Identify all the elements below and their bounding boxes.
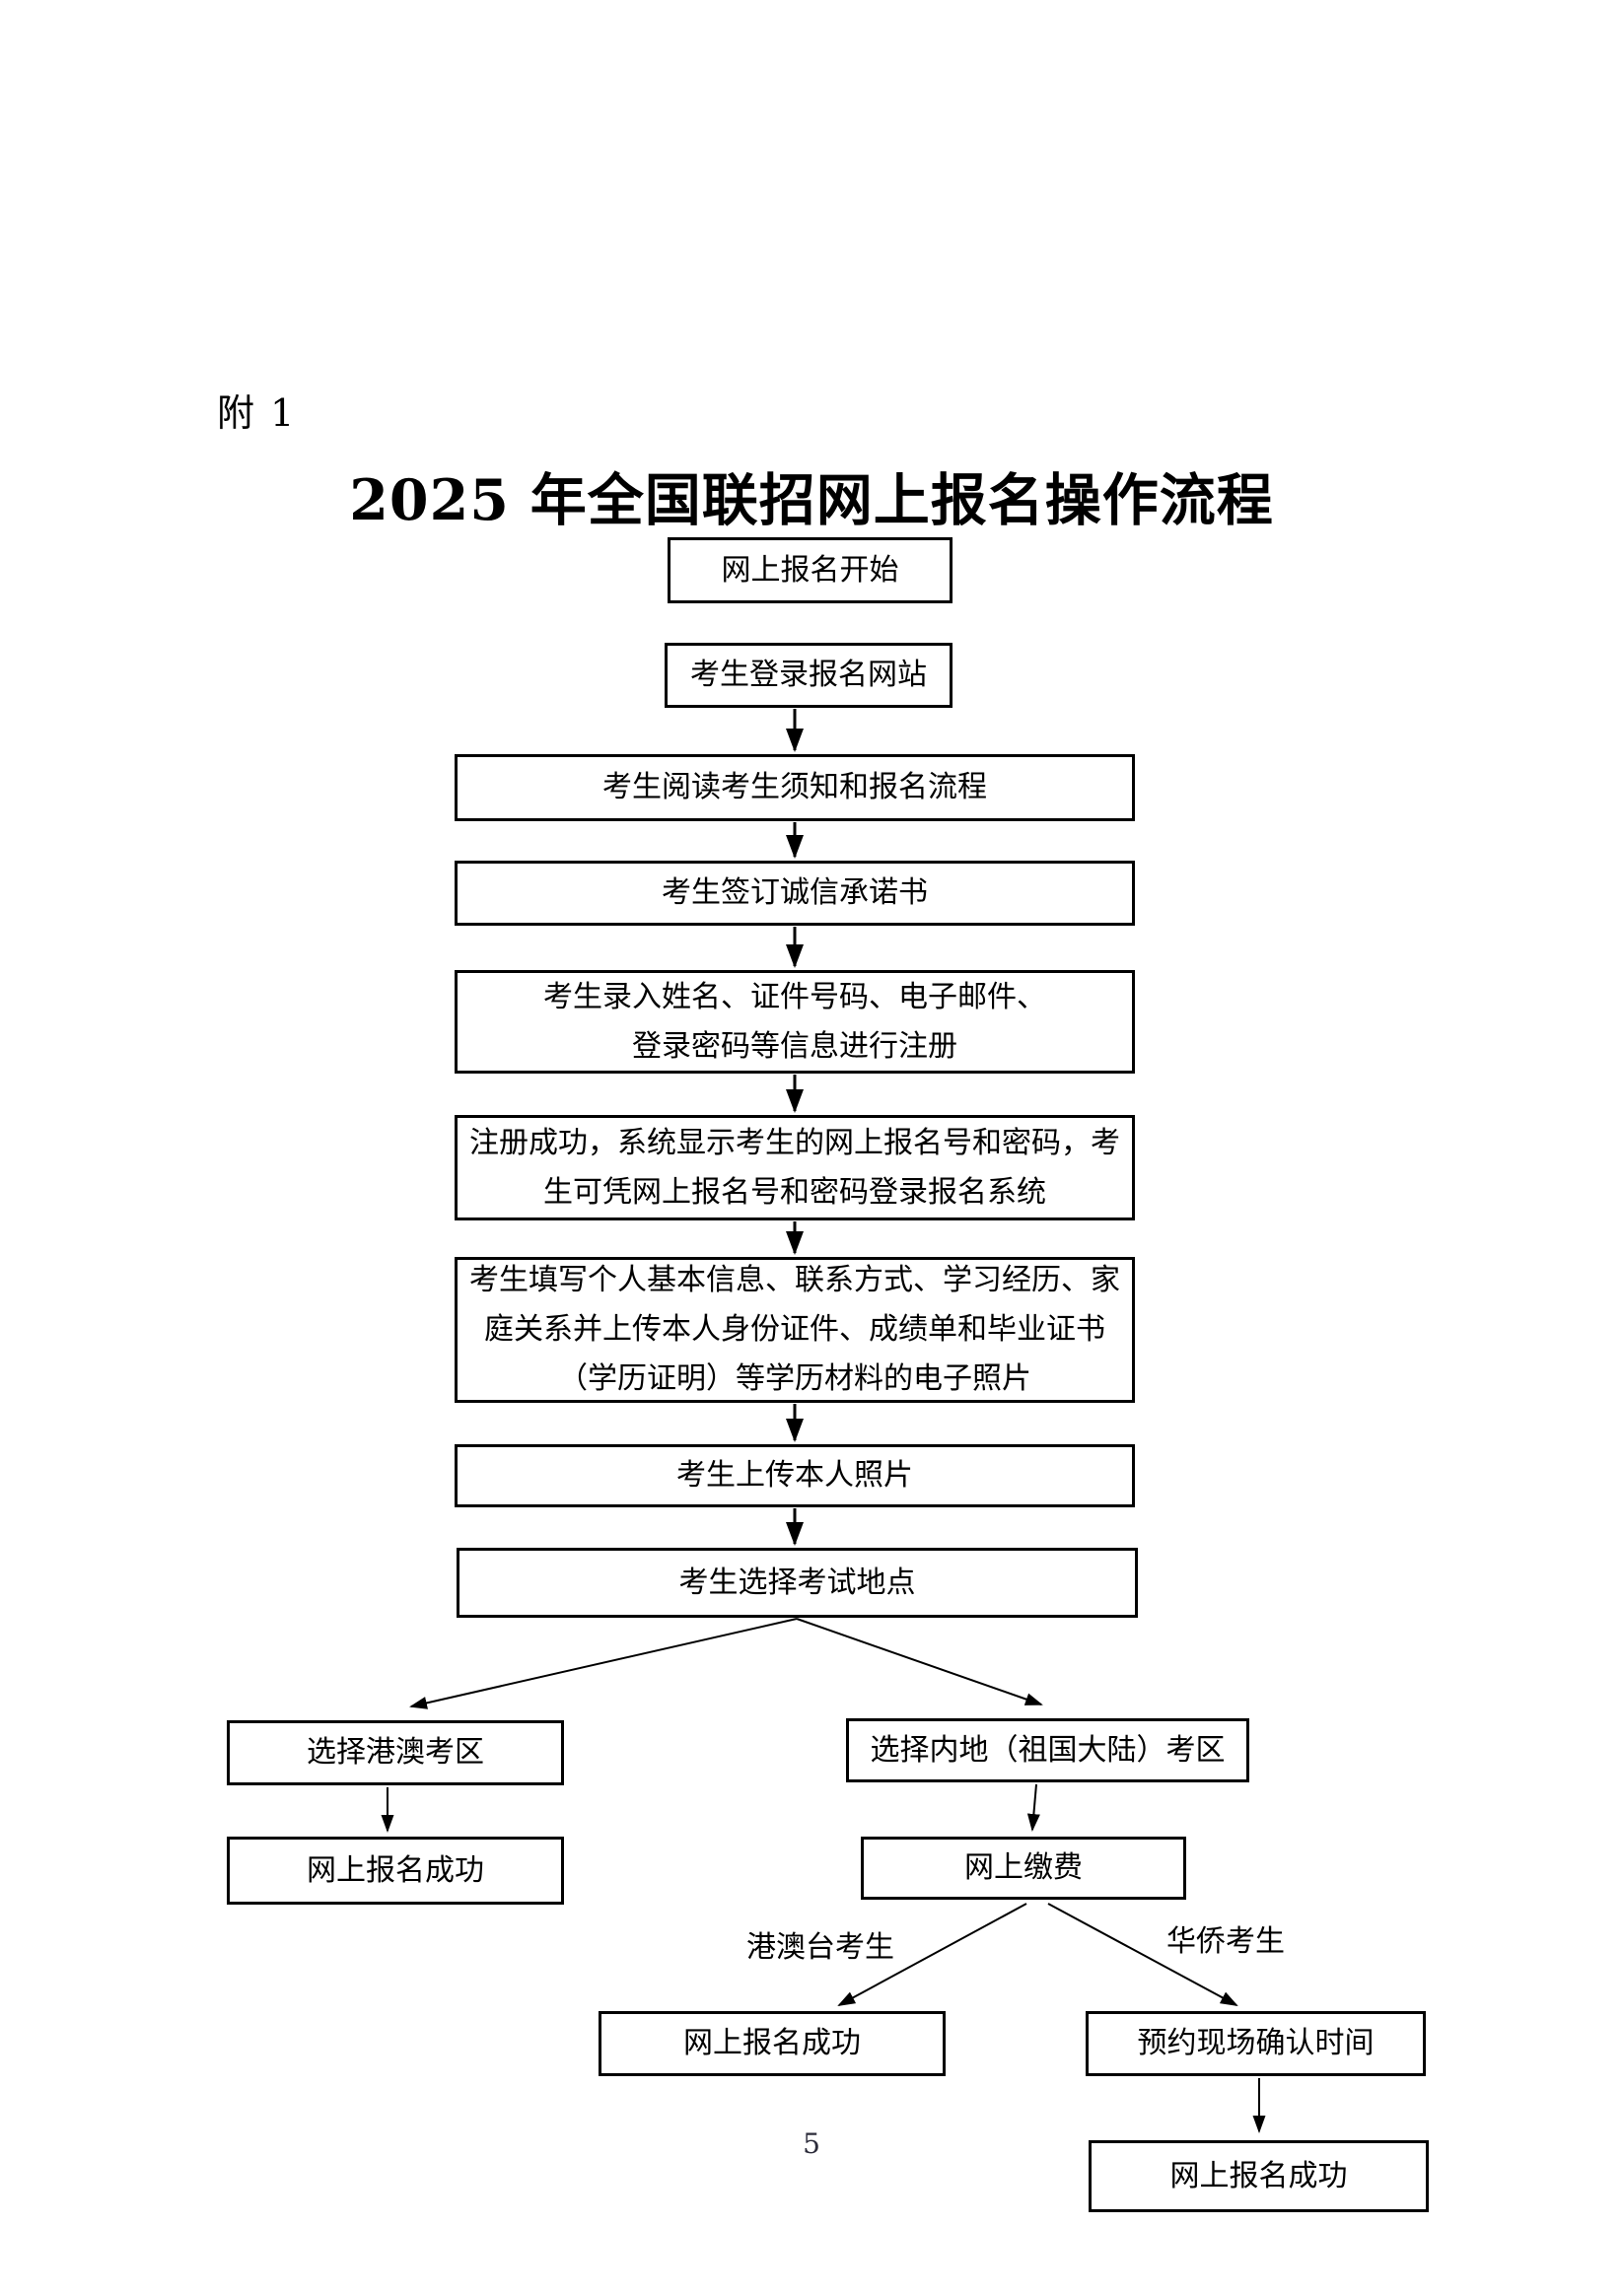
flow-node-upload-photo: 考生上传本人照片 [455,1444,1135,1507]
flow-node-hk-success: 网上报名成功 [227,1837,564,1905]
flow-node-read-notice: 考生阅读考生须知和报名流程 [455,754,1135,821]
flow-node-sign-pledge: 考生签订诚信承诺书 [455,861,1135,926]
arrow-choosesite-to-mainland [796,1618,1043,1705]
arrow-mainland-to-pay [1026,1783,1040,1832]
arrow-choosesite-to-hkmacau [409,1618,798,1709]
flow-node-pay-success: 网上报名成功 [599,2011,946,2076]
branch-label-hk-mo-tw: 港澳台考生 [746,1930,894,1965]
page-number: 5 [803,2127,820,2160]
arrow-pay-to-success [837,1903,1027,2006]
attachment-label: 附 1 [217,391,297,435]
branch-label-overseas-chinese: 华侨考生 [1166,1924,1285,1959]
flow-node-choose-site: 考生选择考试地点 [457,1548,1138,1618]
flow-node-register: 考生录入姓名、证件号码、电子邮件、 登录密码等信息进行注册 [455,970,1135,1074]
arrow-pay-to-appointment [1047,1903,1238,2006]
flow-node-fill-info: 考生填写个人基本信息、联系方式、学习经历、家 庭关系并上传本人身份证件、成绩单和… [455,1257,1135,1403]
flow-node-mainland-zone: 选择内地（祖国大陆）考区 [846,1718,1249,1782]
flow-node-pay-online: 网上缴费 [861,1837,1186,1900]
page-title: 2025 年全国联招网上报名操作流程 [349,467,1274,533]
flow-node-login: 考生登录报名网站 [665,643,953,708]
flow-node-register-done: 注册成功，系统显示考生的网上报名号和密码，考 生可凭网上报名号和密码登录报名系统 [455,1115,1135,1220]
flow-node-hk-macau-zone: 选择港澳考区 [227,1720,564,1785]
flow-node-appointment: 预约现场确认时间 [1086,2011,1426,2076]
flow-node-start: 网上报名开始 [668,537,953,603]
flow-node-final-success: 网上报名成功 [1089,2140,1429,2212]
